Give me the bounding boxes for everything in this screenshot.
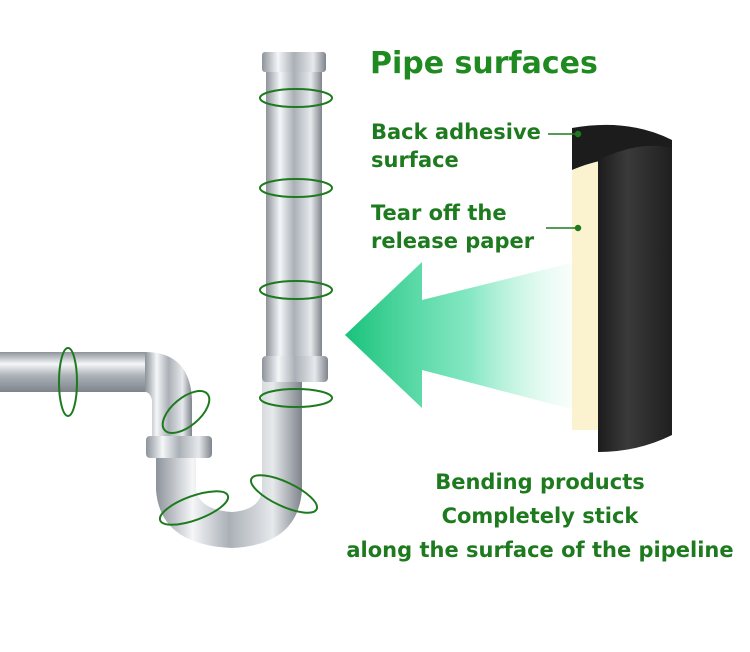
tear-off-line1: Tear off the — [371, 201, 507, 225]
back-adhesive-line1: Back adhesive — [371, 120, 541, 144]
caption-line2: Completely stick — [441, 504, 639, 528]
tear-off-line2: release paper — [371, 229, 535, 253]
back-adhesive-label: Back adhesive surface — [371, 118, 541, 174]
pipe — [0, 52, 328, 548]
caption: Bending products Completely stick along … — [330, 465, 750, 567]
wrap-rings — [58, 88, 333, 526]
caption-line1: Bending products — [435, 470, 645, 494]
caption-line3: along the surface of the pipeline — [346, 538, 734, 562]
tear-off-label: Tear off the release paper — [371, 199, 534, 255]
leader-lines — [546, 130, 582, 232]
page-title: Pipe surfaces — [370, 46, 598, 81]
insulation-wrap — [572, 124, 672, 452]
back-adhesive-line2: surface — [371, 148, 459, 172]
direction-arrow — [345, 262, 575, 410]
